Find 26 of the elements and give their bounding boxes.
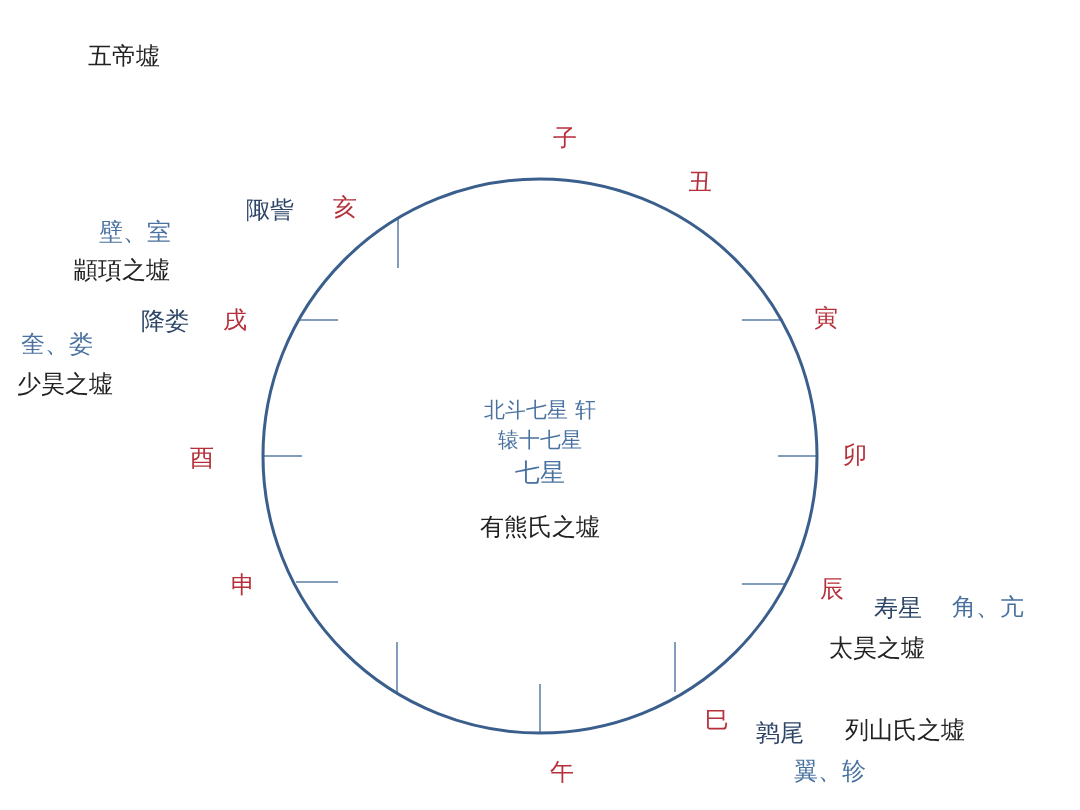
- station-name: 降娄: [141, 307, 189, 335]
- station-name: 寿星: [874, 594, 922, 622]
- title: 五帝墟: [88, 41, 160, 72]
- station-name: 鹑尾: [756, 719, 804, 747]
- ruin-name: 有熊氏之墟: [480, 513, 600, 541]
- earthly-branch: 巳: [705, 706, 729, 734]
- earthly-branch: 亥: [333, 193, 357, 221]
- earthly-branch: 辰: [820, 575, 844, 603]
- earthly-branch: 子: [553, 124, 577, 152]
- earthly-branch: 丑: [688, 168, 712, 196]
- ruin-name: 少昊之墟: [17, 370, 113, 398]
- earthly-branch: 寅: [814, 304, 838, 332]
- ruin-name: 顓頊之墟: [74, 256, 170, 284]
- station-name: 陬訾: [246, 196, 294, 224]
- earthly-branch: 卯: [843, 441, 867, 469]
- earthly-branch: 戌: [223, 306, 247, 334]
- ruin-name: 列山氏之墟: [845, 716, 965, 744]
- earthly-branch: 申: [231, 571, 255, 599]
- lunar-lodge-names: 翼、轸: [794, 757, 866, 785]
- lunar-lodge-names: 壁、室: [99, 218, 171, 246]
- earthly-branch: 酉: [190, 444, 214, 472]
- lunar-lodge-names: 角、亢: [952, 593, 1024, 621]
- earthly-branch: 午: [550, 758, 574, 786]
- star-names: 北斗七星 轩辕十七星: [483, 396, 597, 454]
- star-name: 七星: [515, 459, 565, 487]
- lunar-lodge-names: 奎、娄: [21, 330, 93, 358]
